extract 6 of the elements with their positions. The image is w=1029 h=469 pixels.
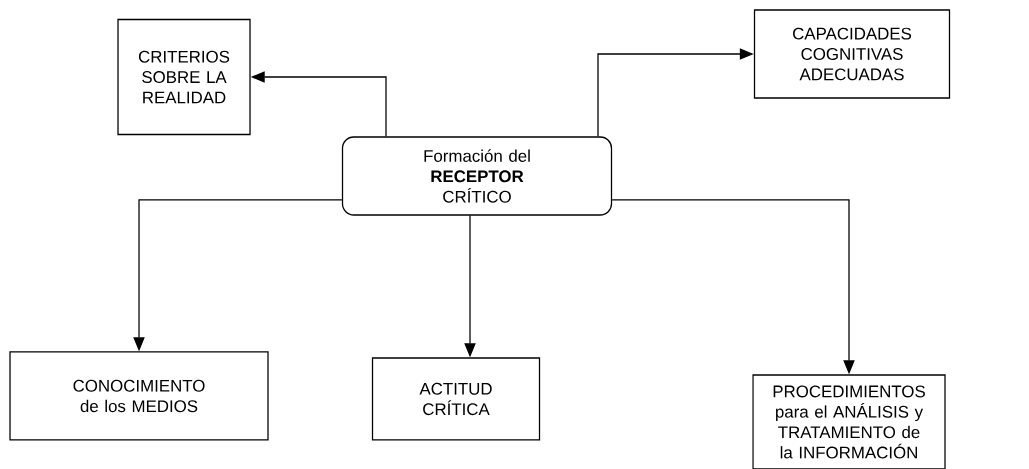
concept-box: CAPACIDADES COGNITIVAS ADECUADAS	[753, 9, 951, 99]
concept-box: ACTITUD CRÍTICA	[371, 357, 541, 441]
concept-box: PROCEDIMIENTOS para el ANÁLISIS y TRATAMIENTO de la INFORMACIÓN	[752, 374, 946, 469]
concept-box: CRITERIOS SOBRE LA REALIDAD	[117, 18, 251, 136]
concept-box: CONOCIMIENTO de los MEDIOS	[9, 351, 269, 441]
central-box: Formación del RECEPTOR CRÍTICO	[341, 136, 613, 216]
